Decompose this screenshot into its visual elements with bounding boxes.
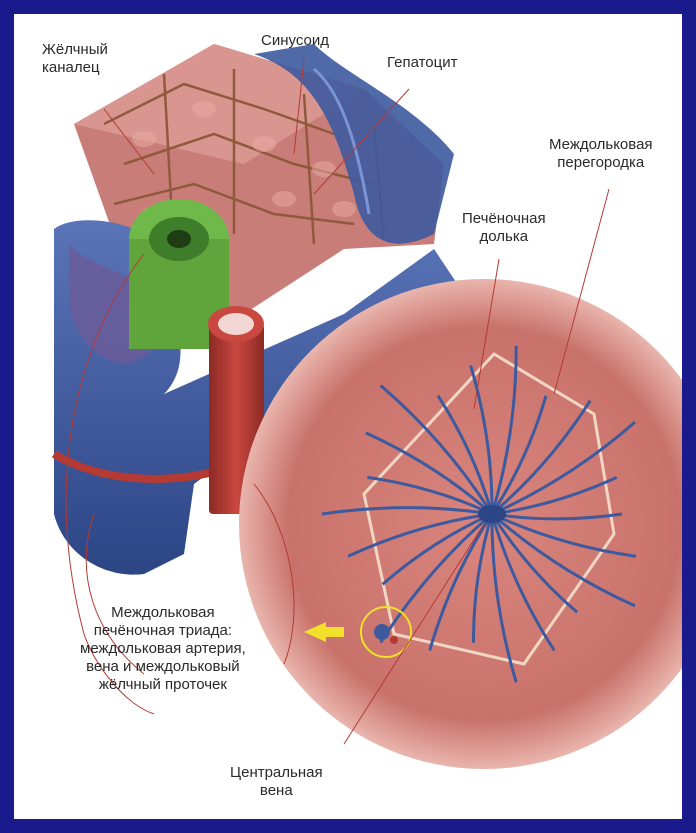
hepatic-lobule-label: Печёночная долька: [462, 210, 546, 246]
sinusoid-label: Синусоид: [261, 32, 329, 50]
bile-canaliculus-label: Жёлчный каналец: [42, 41, 108, 77]
interlobular-septum-label: Междольковая перегородка: [549, 136, 653, 172]
central-vein-label: Центральная вена: [230, 764, 323, 800]
figure-frame: Жёлчный каналец Синусоид Гепатоцит Междо…: [14, 14, 682, 819]
portal-triad-label: Междольковая печёночная триада: междольк…: [80, 604, 246, 694]
hepatocyte-label: Гепатоцит: [387, 54, 457, 72]
central-vein-mark: [478, 505, 506, 523]
liver-lobule-illustration: [14, 14, 682, 819]
